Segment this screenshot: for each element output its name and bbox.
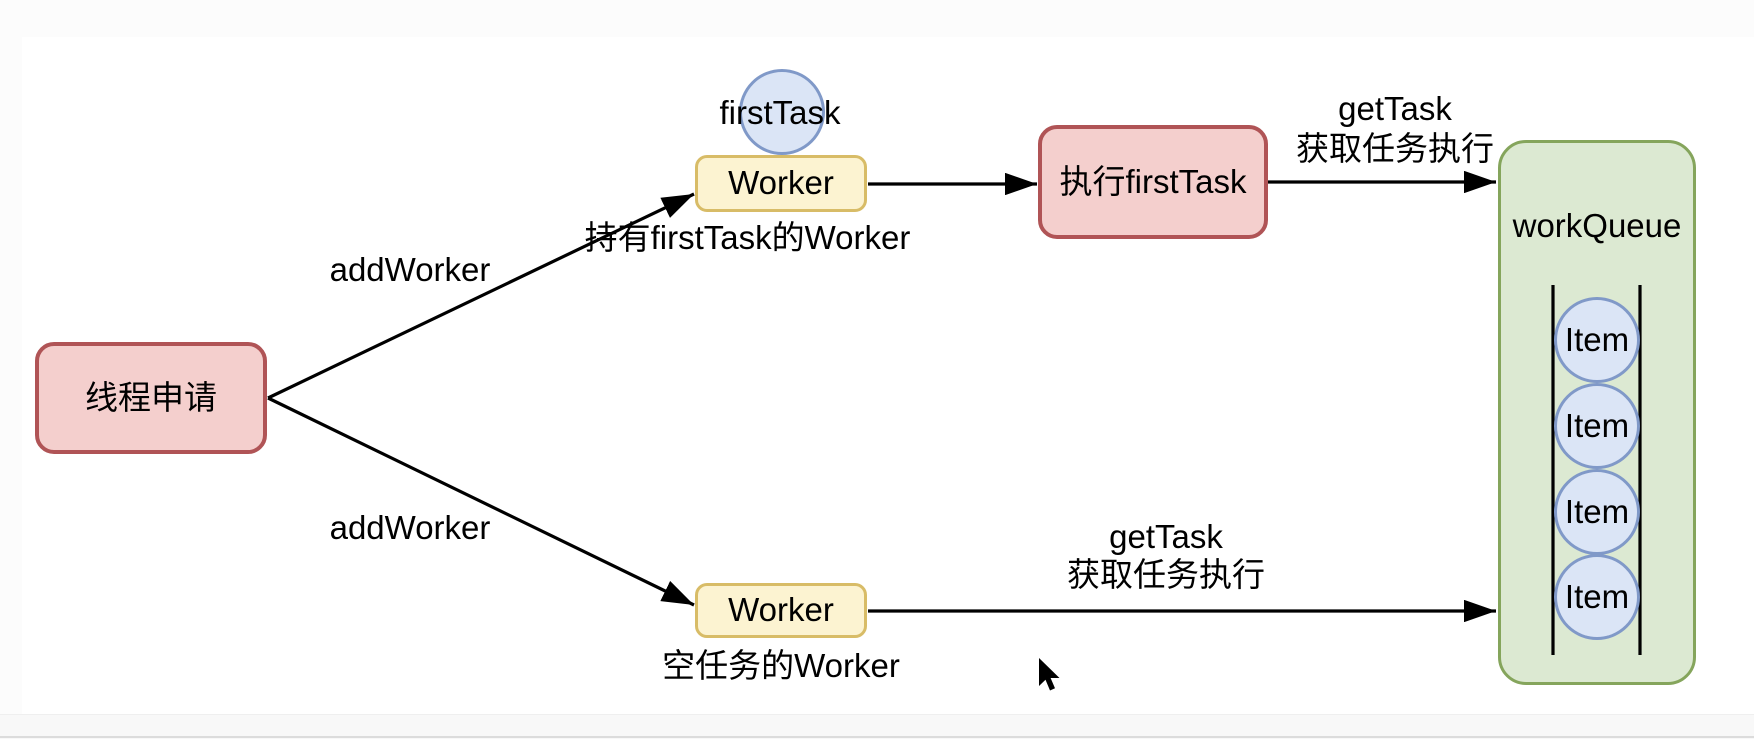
- gettask-bottom-line1: getTask: [1109, 518, 1223, 555]
- work-queue-label: workQueue: [1512, 207, 1682, 244]
- worker-top-label: Worker: [728, 164, 834, 202]
- worker-top-caption: 持有firstTask的Worker: [584, 219, 911, 256]
- queue-item-label: Item: [1564, 578, 1630, 615]
- gettask-bottom-line2: 获取任务执行: [1067, 556, 1265, 593]
- page-bottom-divider: [0, 736, 1754, 738]
- queue-item-label: Item: [1564, 493, 1630, 530]
- queue-item-circle: Item: [1554, 297, 1640, 383]
- first-task-circle: [739, 69, 825, 155]
- worker-bottom-label: Worker: [728, 591, 834, 629]
- thread-request-node: 线程申请: [35, 342, 267, 454]
- gettask-bottom-edge-label: getTask 获取任务执行: [1050, 518, 1282, 594]
- gettask-top-edge-label: getTask 获取任务执行: [1280, 89, 1510, 169]
- queue-item-circle: Item: [1554, 469, 1640, 555]
- queue-item-label: Item: [1564, 321, 1630, 358]
- first-task-label: firstTask: [719, 94, 841, 131]
- worker-bottom-node: Worker: [695, 583, 867, 638]
- queue-item-label: Item: [1564, 407, 1630, 444]
- thread-request-label: 线程申请: [85, 378, 217, 416]
- page-margin-bottom: [0, 714, 1754, 739]
- arrow-addworker-bottom: [267, 396, 695, 607]
- execute-first-task-node: 执行firstTask: [1038, 125, 1268, 239]
- gettask-top-line2: 获取任务执行: [1296, 130, 1494, 167]
- queue-item-circle: Item: [1554, 383, 1640, 469]
- addworker-top-edge-label: addWorker: [329, 251, 491, 288]
- queue-item-circle: Item: [1554, 554, 1640, 640]
- addworker-bottom-edge-label: addWorker: [329, 509, 491, 546]
- page-margin-left: [0, 37, 22, 714]
- execute-first-task-label: 执行firstTask: [1059, 162, 1247, 200]
- gettask-top-line1: getTask: [1338, 90, 1452, 127]
- mouse-cursor-icon: [1037, 656, 1061, 692]
- worker-bottom-caption: 空任务的Worker: [662, 647, 900, 684]
- page-margin-top: [0, 0, 1754, 37]
- arrow-addworker-top: [267, 192, 695, 400]
- worker-top-node: Worker: [695, 155, 867, 212]
